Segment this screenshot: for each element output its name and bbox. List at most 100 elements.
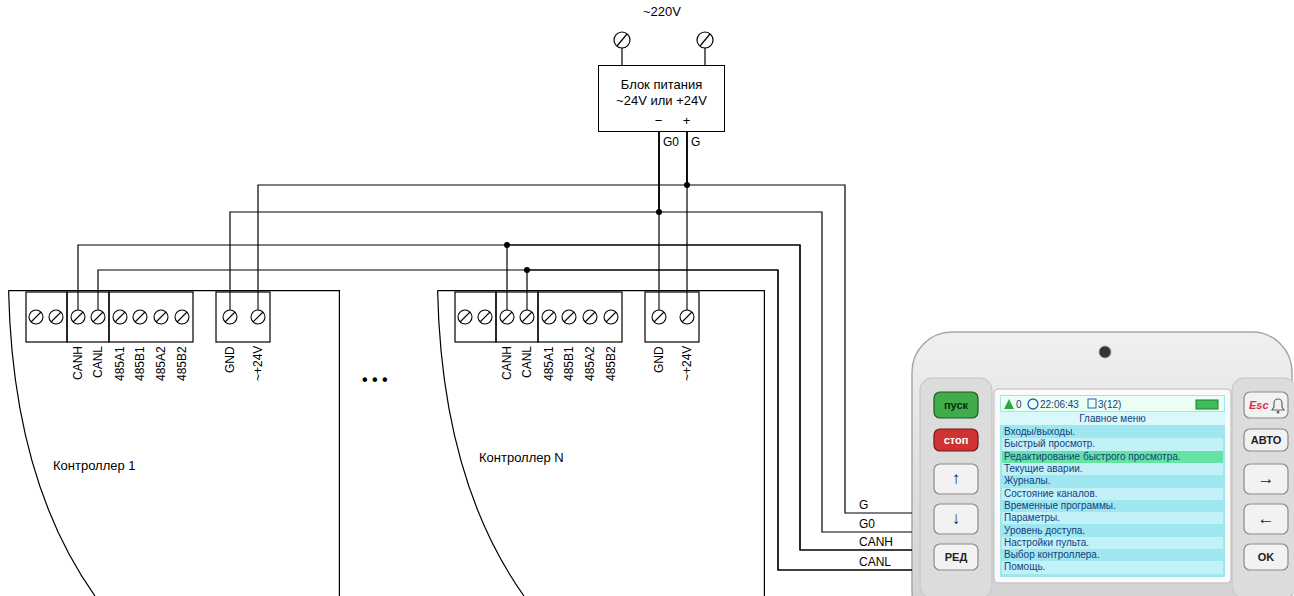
terminal-label: 485A2 xyxy=(583,346,597,381)
key-button xyxy=(1244,544,1288,570)
button-text: ← xyxy=(1244,504,1288,534)
menu-item: Уровень доступа. xyxy=(1002,524,1223,536)
button-column xyxy=(920,378,992,596)
terminal-label: 485B1 xyxy=(133,346,147,381)
wire-label: CANL xyxy=(858,555,892,569)
menu-item: Временные программы. xyxy=(1002,500,1223,512)
terminal-label: 485B2 xyxy=(604,346,618,381)
key-button xyxy=(934,464,978,494)
terminal-label: 485A1 xyxy=(113,346,127,381)
terminal-label: CANH xyxy=(500,346,514,380)
menu-item: Настройки пульта. xyxy=(1002,537,1223,549)
status-bar xyxy=(1001,396,1224,411)
wire xyxy=(98,270,912,570)
wire xyxy=(659,132,912,532)
menu-item: Помощь. xyxy=(1002,561,1223,573)
screen-bezel xyxy=(994,389,1231,583)
button-text: OK xyxy=(1244,544,1288,570)
menu-item: Выбор контроллера. xyxy=(1002,549,1223,561)
button-text: ↑ xyxy=(934,464,978,494)
operator-panel-body xyxy=(912,332,1294,596)
terminal-label: 485B2 xyxy=(175,346,189,381)
start-button xyxy=(934,392,978,418)
mains-terminal xyxy=(614,32,630,48)
button-text: ↓ xyxy=(934,504,978,534)
terminal-label: 485A1 xyxy=(542,346,556,381)
menu-title: Главное меню xyxy=(1000,412,1225,425)
wire xyxy=(230,132,659,290)
terminal-slash xyxy=(700,34,710,46)
mains-wire xyxy=(704,48,705,66)
start-button-text: пуск xyxy=(934,392,978,418)
controller-board: CANH CANL 485A1 485B1 485A2 485B2 GND ~+24V Конт… xyxy=(8,290,340,596)
terminal-label: ~+24V xyxy=(680,346,694,381)
terminal-label: 485B1 xyxy=(562,346,576,381)
button-text: → xyxy=(1244,464,1288,494)
terminal-slash xyxy=(617,34,627,46)
menu-item: Текущие аварии. xyxy=(1002,463,1223,475)
battery-icon xyxy=(1196,400,1218,409)
junction-dots xyxy=(504,182,690,273)
wire xyxy=(527,270,912,570)
mains-terminal xyxy=(697,32,713,48)
wire-name: G0 xyxy=(663,135,679,150)
clock-icon xyxy=(1028,399,1038,409)
key-button xyxy=(934,544,978,570)
button-text: АВТО xyxy=(1244,429,1288,451)
terminal-label: GND xyxy=(223,346,237,373)
terminal-label: CANL xyxy=(91,346,105,378)
menu-item: Редактирование быстрого просмотра. xyxy=(1002,451,1223,463)
key-button xyxy=(1244,504,1288,534)
mains-terminals xyxy=(614,32,713,66)
terminal-label: CANL xyxy=(520,346,534,378)
status-text: 22:06:43 xyxy=(1040,397,1096,411)
board-outline xyxy=(8,290,340,596)
button-text: РЕД xyxy=(934,544,978,570)
operator-panel: пускстоп↑↓РЕД022:06:433(12)Главное менюВ… xyxy=(912,332,1292,596)
key-button xyxy=(1244,392,1288,418)
button-text: Esc xyxy=(1244,392,1288,418)
wire-label: CANH xyxy=(858,535,894,549)
box-title: Блок питания ~24V или +24V xyxy=(613,77,711,109)
terminal-blocks xyxy=(26,290,270,342)
board-outline xyxy=(437,290,765,596)
wire-label: G xyxy=(858,498,869,512)
status-text: 3(12) xyxy=(1098,397,1138,411)
terminal-blocks xyxy=(455,290,699,342)
bell-icon xyxy=(1277,411,1280,414)
button-column xyxy=(1232,378,1294,596)
menu-item: Состояние каналов. xyxy=(1002,488,1223,500)
power-supply-box: Блок питания ~24V или +24V − + xyxy=(598,65,725,132)
screen xyxy=(1000,395,1225,577)
wire-name: G xyxy=(691,135,700,150)
controller-board: CANH CANL 485A1 485B1 485A2 485B2 GND ~+24V Конт… xyxy=(437,290,765,596)
controller-title: Контроллер N xyxy=(479,450,564,466)
terminal-label: 485A2 xyxy=(154,346,168,381)
status-text: 0 xyxy=(1016,397,1036,411)
camera-dot xyxy=(1099,346,1111,358)
wire xyxy=(258,132,687,290)
stop-button-text: стоп xyxy=(934,429,978,451)
voltage-label: ~220V xyxy=(643,4,681,19)
status-arrow-icon xyxy=(1004,399,1014,409)
key-button xyxy=(934,504,978,534)
board-edge xyxy=(9,291,340,596)
terminal-label: ~+24V xyxy=(251,346,265,381)
stop-button xyxy=(934,429,978,451)
wire-label: G0 xyxy=(858,517,876,531)
bell-icon xyxy=(1272,399,1284,410)
key-button xyxy=(1244,464,1288,494)
menu-item: Журналы. xyxy=(1002,475,1223,487)
terminal-label: CANH xyxy=(71,346,85,380)
controller-title: Контроллер 1 xyxy=(53,458,136,474)
menu-item: Быстрый просмотр. xyxy=(1002,438,1223,450)
menu-item: Входы/выходы. xyxy=(1002,426,1223,438)
menu-item: Параметры. xyxy=(1002,512,1223,524)
list-icon xyxy=(1088,399,1096,408)
terminal-label: GND xyxy=(652,346,666,373)
key-button xyxy=(1244,429,1288,451)
polarity-sign: + xyxy=(683,114,691,128)
mains-wire xyxy=(621,48,622,66)
polarity-sign: − xyxy=(655,114,663,128)
